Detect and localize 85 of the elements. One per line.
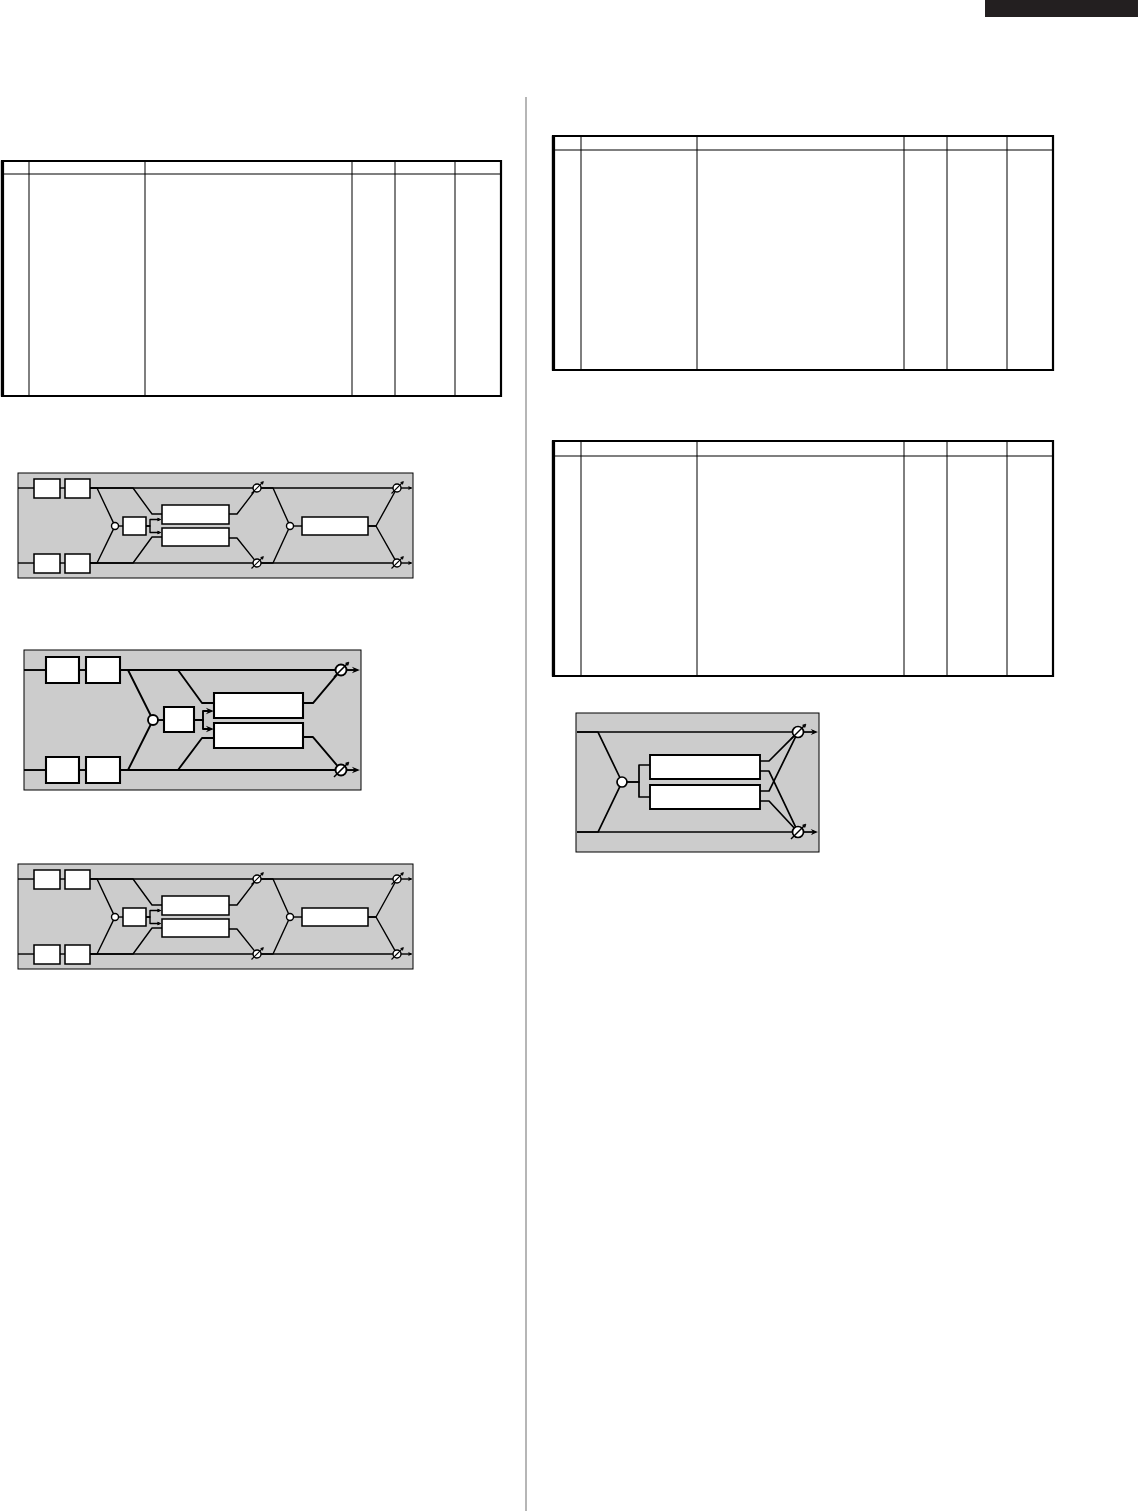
level-knob	[390, 872, 404, 886]
signal-line	[157, 719, 165, 721]
signal-line	[59, 878, 66, 880]
signal-line	[302, 736, 339, 767]
signal-line	[59, 487, 66, 489]
level-knob	[790, 823, 807, 840]
signal-line	[59, 953, 66, 955]
block-box	[161, 895, 230, 916]
block-box	[122, 516, 147, 536]
level-knob	[390, 947, 404, 961]
signal-line	[117, 525, 124, 527]
signal-line	[292, 525, 303, 527]
level-knob	[250, 481, 264, 495]
signal-line	[78, 769, 87, 771]
signal-line	[260, 878, 290, 915]
block-box	[649, 784, 761, 810]
block-box	[161, 504, 230, 525]
signal-line	[260, 528, 290, 564]
level-knob	[250, 872, 264, 886]
signal-line	[23, 769, 47, 771]
block-box	[649, 754, 761, 780]
signal-line	[78, 669, 87, 671]
level-knob	[790, 723, 807, 740]
block-box	[44, 655, 81, 685]
block-box	[33, 553, 61, 574]
signal-line	[576, 785, 621, 833]
level-knob	[333, 761, 350, 778]
signal-line	[17, 878, 35, 880]
block-box	[301, 516, 369, 536]
signal-line	[117, 916, 124, 918]
arrow	[400, 877, 413, 881]
signal-line	[17, 562, 35, 564]
signal-line	[59, 562, 66, 564]
block-box	[64, 869, 91, 890]
signal-line	[759, 735, 795, 762]
arrow	[400, 486, 413, 490]
signal-line	[23, 669, 47, 671]
level-knob	[250, 556, 264, 570]
signal-line	[89, 536, 163, 564]
arrow	[400, 561, 413, 565]
signal-line	[228, 881, 256, 906]
signal-line	[119, 669, 215, 704]
signal-line	[260, 919, 290, 955]
signal-line	[17, 487, 35, 489]
signal-line	[292, 916, 303, 918]
signal-line	[228, 537, 256, 561]
block-box	[161, 527, 230, 547]
signal-line	[367, 525, 396, 561]
signal-line	[228, 490, 256, 515]
arrow	[400, 952, 413, 956]
block-box	[64, 944, 91, 965]
block-box	[33, 869, 61, 890]
signal-line	[17, 953, 35, 955]
level-knob	[390, 556, 404, 570]
signal-line	[626, 781, 651, 798]
block-box	[44, 755, 81, 785]
arrow	[145, 525, 162, 535]
block-box	[161, 918, 230, 938]
signal-line	[89, 487, 163, 515]
arrow	[145, 916, 162, 926]
block-box	[84, 755, 122, 785]
block-box	[162, 705, 196, 734]
block-box	[301, 907, 369, 927]
signal-line	[260, 487, 290, 524]
block-box	[212, 721, 305, 750]
signal-line	[228, 928, 256, 952]
block-box	[33, 478, 61, 499]
signal-line	[89, 927, 163, 955]
block-box	[33, 944, 61, 965]
signal-line	[759, 736, 797, 792]
block-box	[84, 655, 122, 685]
block-box	[64, 553, 91, 574]
signal-line	[89, 878, 163, 906]
signal-line	[759, 770, 797, 828]
level-knob	[333, 661, 350, 678]
signal-line	[576, 731, 621, 779]
signal-line	[119, 737, 215, 771]
level-knob	[390, 481, 404, 495]
signal-line	[367, 916, 396, 952]
block-box	[64, 478, 91, 499]
signal-line	[759, 800, 796, 829]
level-knob	[250, 947, 264, 961]
signal-line	[302, 673, 339, 704]
block-box	[122, 907, 147, 927]
block-box	[212, 691, 305, 720]
